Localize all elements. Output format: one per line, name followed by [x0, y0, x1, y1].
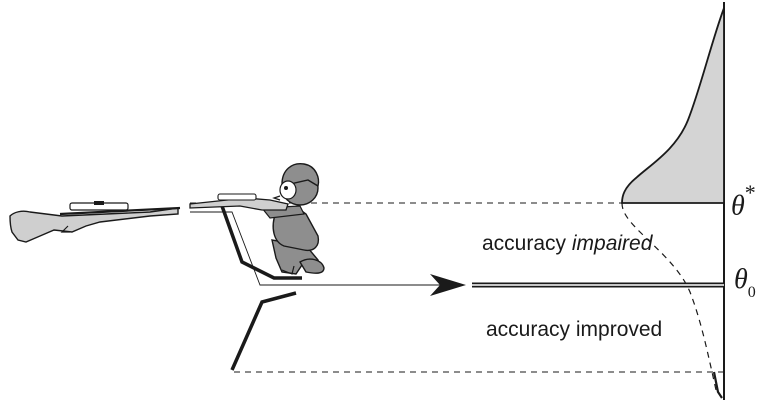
accuracy-improved-label: accuracy improved — [486, 318, 663, 341]
rifle-left — [9, 201, 181, 243]
theta-zero-label: θ0 — [734, 264, 756, 301]
accuracy-impaired-prefix: accuracy — [482, 232, 572, 255]
shooter-figure — [189, 163, 325, 275]
trajectory-line — [190, 211, 445, 286]
theta-star-label: θ* — [731, 180, 756, 222]
distribution-tail-shaded — [621, 7, 725, 204]
theta-zero-subscript: 0 — [747, 283, 756, 301]
distribution-curve-dashed — [621, 202, 717, 391]
accuracy-impaired-label: accuracy impaired — [482, 232, 652, 256]
trajectory-arrow-head — [430, 274, 466, 296]
funnel-lower-line — [230, 291, 297, 371]
accuracy-impaired-emphasis: impaired — [571, 232, 653, 255]
distribution-curve-bottom — [712, 371, 723, 399]
theta-zero-symbol: θ — [734, 264, 748, 295]
theta-star-symbol: θ — [731, 190, 745, 222]
funnel-upper-line — [220, 205, 302, 280]
theta-star-mark: * — [744, 180, 756, 205]
